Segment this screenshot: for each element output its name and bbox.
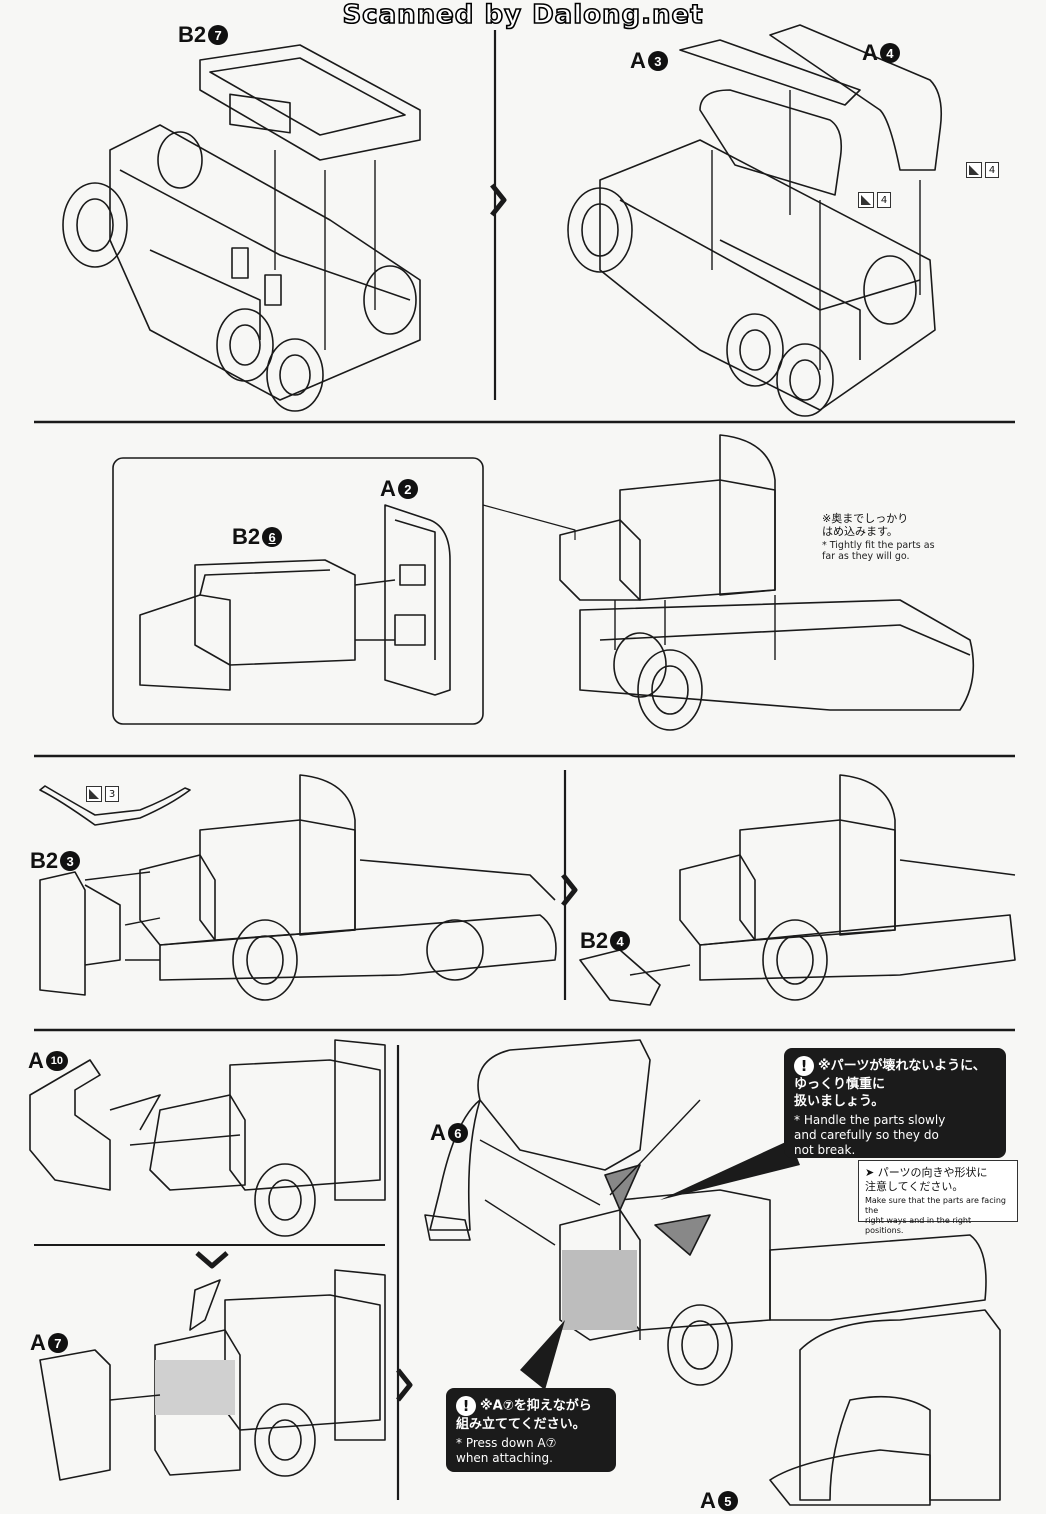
part-prefix: A xyxy=(630,48,646,73)
part-prefix: A xyxy=(430,1120,446,1145)
part-number-badge: 6 xyxy=(447,1123,468,1143)
step3-sticker-piece xyxy=(39,785,191,826)
sticker-icon xyxy=(858,192,874,208)
step4-right-truck xyxy=(424,1039,1001,1506)
part-prefix: A xyxy=(30,1330,46,1355)
part-number-badge: 3 xyxy=(60,851,81,871)
part-number-badge: 2 xyxy=(397,479,418,499)
part-number-badge: 10 xyxy=(45,1051,68,1071)
step4-top-truck xyxy=(29,1039,386,1237)
fit-note-en: * Tightly fit the parts as far as they w… xyxy=(822,540,935,562)
fit-note: ※奥までしっかり はめ込みます。 * Tightly fit the parts… xyxy=(822,512,982,562)
part-number-badge: 4 xyxy=(879,43,900,63)
press-down-callout: !※A⑦を抑えながら 組み立ててください。 * Press down A⑦ wh… xyxy=(446,1388,616,1472)
part-number-badge: 6 xyxy=(262,527,283,547)
press-down-jp-text: ※A⑦を抑えながら 組み立ててください。 xyxy=(456,1398,592,1433)
part-prefix: A xyxy=(700,1488,716,1513)
part-prefix: B2 xyxy=(232,524,261,549)
step3-left-truck xyxy=(39,774,557,1001)
next-arrow-4 xyxy=(396,1368,413,1402)
step2-inset-frame xyxy=(112,457,484,725)
orientation-note-jp-text: パーツの向きや形状に 注意してください。 xyxy=(865,1166,988,1193)
orientation-note: ➤ パーツの向きや形状に 注意してください。 Make sure that th… xyxy=(858,1160,1018,1235)
part-number-badge: 7 xyxy=(208,25,229,45)
step4-bottom-truck xyxy=(39,1269,386,1481)
careful-handling-callout: !※パーツが壊れないように、 ゆっくり慎重に 扱いましょう。 * Handle … xyxy=(784,1048,1006,1158)
careful-handling-jp-text: ※パーツが壊れないように、 ゆっくり慎重に 扱いましょう。 xyxy=(794,1058,986,1110)
sticker-number: 4 xyxy=(877,192,891,208)
orientation-note-en: Make sure that the parts are facing the … xyxy=(865,1196,1006,1235)
part-prefix: B2 xyxy=(30,848,59,873)
part-prefix: A xyxy=(380,476,396,501)
part-number-badge: 5 xyxy=(717,1491,738,1511)
part-prefix: A xyxy=(862,40,878,65)
step1-left-chassis xyxy=(62,44,421,412)
press-down-jp: !※A⑦を抑えながら 組み立ててください。 xyxy=(456,1396,606,1433)
sticker-ref-4b: 4 xyxy=(966,162,999,178)
warning-icon: ! xyxy=(794,1056,814,1076)
part-prefix: B2 xyxy=(178,22,207,47)
careful-handling-en: * Handle the parts slowly and carefully … xyxy=(794,1113,946,1157)
sticker-icon xyxy=(966,162,982,178)
fit-note-jp: ※奥までしっかり はめ込みます。 xyxy=(822,512,909,538)
next-arrow-1 xyxy=(490,183,507,217)
sticker-ref-3: 3 xyxy=(86,786,119,802)
careful-handling-jp: !※パーツが壊れないように、 ゆっくり慎重に 扱いましょう。 xyxy=(794,1056,996,1110)
watermark: Scanned by Dalong.net xyxy=(342,0,704,31)
press-down-en: * Press down A⑦ when attaching. xyxy=(456,1436,557,1465)
part-number-badge: 3 xyxy=(647,51,668,71)
warning-icon: ! xyxy=(456,1396,476,1416)
next-arrow-2 xyxy=(561,873,578,907)
step2-right-truck xyxy=(559,434,975,731)
sticker-number: 3 xyxy=(105,786,119,802)
sticker-number: 4 xyxy=(985,162,999,178)
step1-right-chassis xyxy=(567,24,943,417)
part-prefix: A xyxy=(28,1048,44,1073)
part-number-badge: 4 xyxy=(610,931,631,951)
part-number-badge: 7 xyxy=(47,1333,68,1353)
step3-right-truck xyxy=(579,774,1016,1006)
sticker-icon xyxy=(86,786,102,802)
pointer-icon: ➤ xyxy=(865,1166,878,1179)
orientation-note-jp: ➤ パーツの向きや形状に 注意してください。 xyxy=(865,1166,1011,1194)
sticker-ref-4a: 4 xyxy=(858,192,891,208)
next-arrow-3 xyxy=(195,1251,229,1269)
step2-inset-parts xyxy=(139,504,451,696)
part-prefix: B2 xyxy=(580,928,609,953)
